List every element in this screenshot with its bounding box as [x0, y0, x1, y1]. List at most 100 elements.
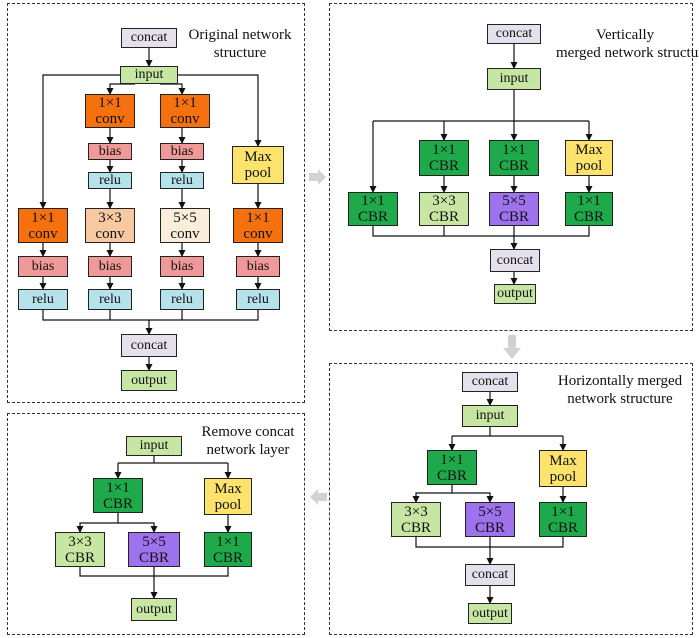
- vertical-maxpool: Max pool: [565, 140, 613, 176]
- vertical-title-line3: network structure: [604, 45, 699, 61]
- horizontal-title-line1: Horizontally merged: [557, 373, 683, 389]
- original-conv-1x1-left: 1×1 conv: [18, 208, 68, 243]
- original-relu-b: relu: [160, 172, 204, 189]
- arrow-right-icon: [309, 169, 326, 185]
- label-line: 1×1: [551, 503, 575, 520]
- original-relu-a: relu: [88, 172, 132, 189]
- label-line: CBR: [498, 209, 529, 225]
- label-line: CBR: [138, 549, 169, 566]
- panel-original: [7, 3, 305, 403]
- arrow-left-icon: [310, 489, 327, 505]
- remove-title-line1: Remove concat: [201, 424, 295, 440]
- remove-title-line2: network layer: [206, 442, 290, 458]
- horizontal-output: output: [468, 603, 512, 624]
- vertical-output: output: [494, 284, 536, 304]
- horizontal-concat-top: concat: [462, 372, 518, 392]
- horizontal-title: Horizontally merged network structure: [548, 372, 692, 408]
- label-line: CBR: [64, 549, 95, 566]
- label-line: 5×5: [142, 533, 166, 550]
- panel-horizontal: [329, 363, 693, 635]
- label-line: 3×3: [98, 209, 122, 226]
- label-line: pool: [575, 158, 603, 174]
- label-line: 1×1: [577, 193, 601, 209]
- label-line: CBR: [212, 549, 243, 566]
- original-input: input: [120, 66, 178, 84]
- label-line: Max: [575, 142, 603, 158]
- original-relu-1: relu: [18, 289, 68, 310]
- label-line: pool: [244, 165, 272, 181]
- label-line: conv: [243, 225, 273, 242]
- label-line: CBR: [573, 209, 604, 225]
- label-line: CBR: [400, 519, 431, 536]
- original-bias-a: bias: [88, 143, 132, 160]
- label-line: CBR: [498, 158, 529, 174]
- original-concat-top: concat: [121, 28, 177, 48]
- vertical-cbr-1x1-b: 1×1 CBR: [489, 140, 539, 176]
- vertical-concat-bottom: concat: [490, 249, 540, 272]
- label-line: Max: [214, 480, 242, 497]
- horizontal-title-line2: network structure: [567, 391, 673, 407]
- label-line: CBR: [102, 495, 133, 512]
- label-line: Max: [244, 149, 272, 165]
- original-conv-3x3: 3×3 conv: [85, 208, 135, 243]
- panel-remove: [7, 413, 305, 635]
- vertical-cbr-3x3: 3×3 CBR: [419, 192, 469, 226]
- remove-output: output: [131, 598, 177, 621]
- label-line: CBR: [357, 209, 388, 225]
- label-line: 1×1: [106, 479, 130, 496]
- label-line: conv: [170, 111, 200, 127]
- horizontal-maxpool: Max pool: [539, 450, 587, 487]
- remove-cbr-1x1-a: 1×1 CBR: [93, 478, 143, 513]
- label-line: 1×1: [246, 209, 270, 226]
- label-line: 3×3: [432, 193, 456, 209]
- label-line: 5×5: [502, 193, 526, 209]
- remove-cbr-3x3: 3×3 CBR: [55, 532, 105, 567]
- label-line: 1×1: [361, 193, 385, 209]
- label-line: 3×3: [68, 533, 92, 550]
- label-line: 5×5: [478, 503, 502, 520]
- vertical-title-line1: Vertically: [595, 27, 655, 43]
- original-conv-1x1-b: 1×1 conv: [160, 94, 210, 128]
- label-line: CBR: [428, 209, 459, 225]
- vertical-title: Vertically: [560, 26, 690, 44]
- original-maxpool: Max pool: [232, 146, 284, 184]
- label-line: 1×1: [98, 95, 122, 111]
- vertical-concat-top: concat: [487, 24, 541, 44]
- label-line: Max: [549, 452, 577, 469]
- vertical-cbr-5x5: 5×5 CBR: [489, 192, 539, 226]
- label-line: CBR: [436, 467, 467, 484]
- label-line: pool: [549, 468, 577, 485]
- original-bias-1: bias: [18, 256, 68, 277]
- original-relu-4: relu: [236, 289, 280, 310]
- original-title: Original network structure: [180, 26, 300, 62]
- label-line: conv: [95, 225, 125, 242]
- label-line: 1×1: [216, 533, 240, 550]
- remove-maxpool: Max pool: [204, 478, 252, 515]
- label-line: 1×1: [173, 95, 197, 111]
- label-line: conv: [95, 111, 125, 127]
- original-conv-1x1-right: 1×1 conv: [233, 208, 283, 243]
- label-line: 1×1: [31, 209, 55, 226]
- original-title-line2: structure: [213, 45, 267, 61]
- vertical-cbr-1x1-right: 1×1 CBR: [565, 192, 613, 226]
- label-line: CBR: [428, 158, 459, 174]
- original-bias-b: bias: [160, 143, 204, 160]
- label-line: 3×3: [404, 503, 428, 520]
- original-concat-bottom: concat: [121, 334, 177, 357]
- remove-title: Remove concat network layer: [192, 423, 304, 459]
- horizontal-cbr-1x1-a: 1×1 CBR: [427, 450, 477, 485]
- label-line: pool: [214, 496, 242, 513]
- label-line: CBR: [474, 519, 505, 536]
- vertical-title-rest: merged network structure: [556, 44, 699, 62]
- original-conv-1x1-a: 1×1 conv: [85, 94, 135, 128]
- label-line: CBR: [547, 519, 578, 536]
- arrow-down-icon: [503, 335, 521, 359]
- vertical-input: input: [487, 68, 541, 90]
- horizontal-concat-bottom: concat: [465, 564, 515, 586]
- remove-input: input: [126, 436, 182, 456]
- vertical-title-line2: merged: [556, 45, 601, 61]
- label-line: 1×1: [440, 451, 464, 468]
- horizontal-cbr-5x5: 5×5 CBR: [465, 502, 515, 537]
